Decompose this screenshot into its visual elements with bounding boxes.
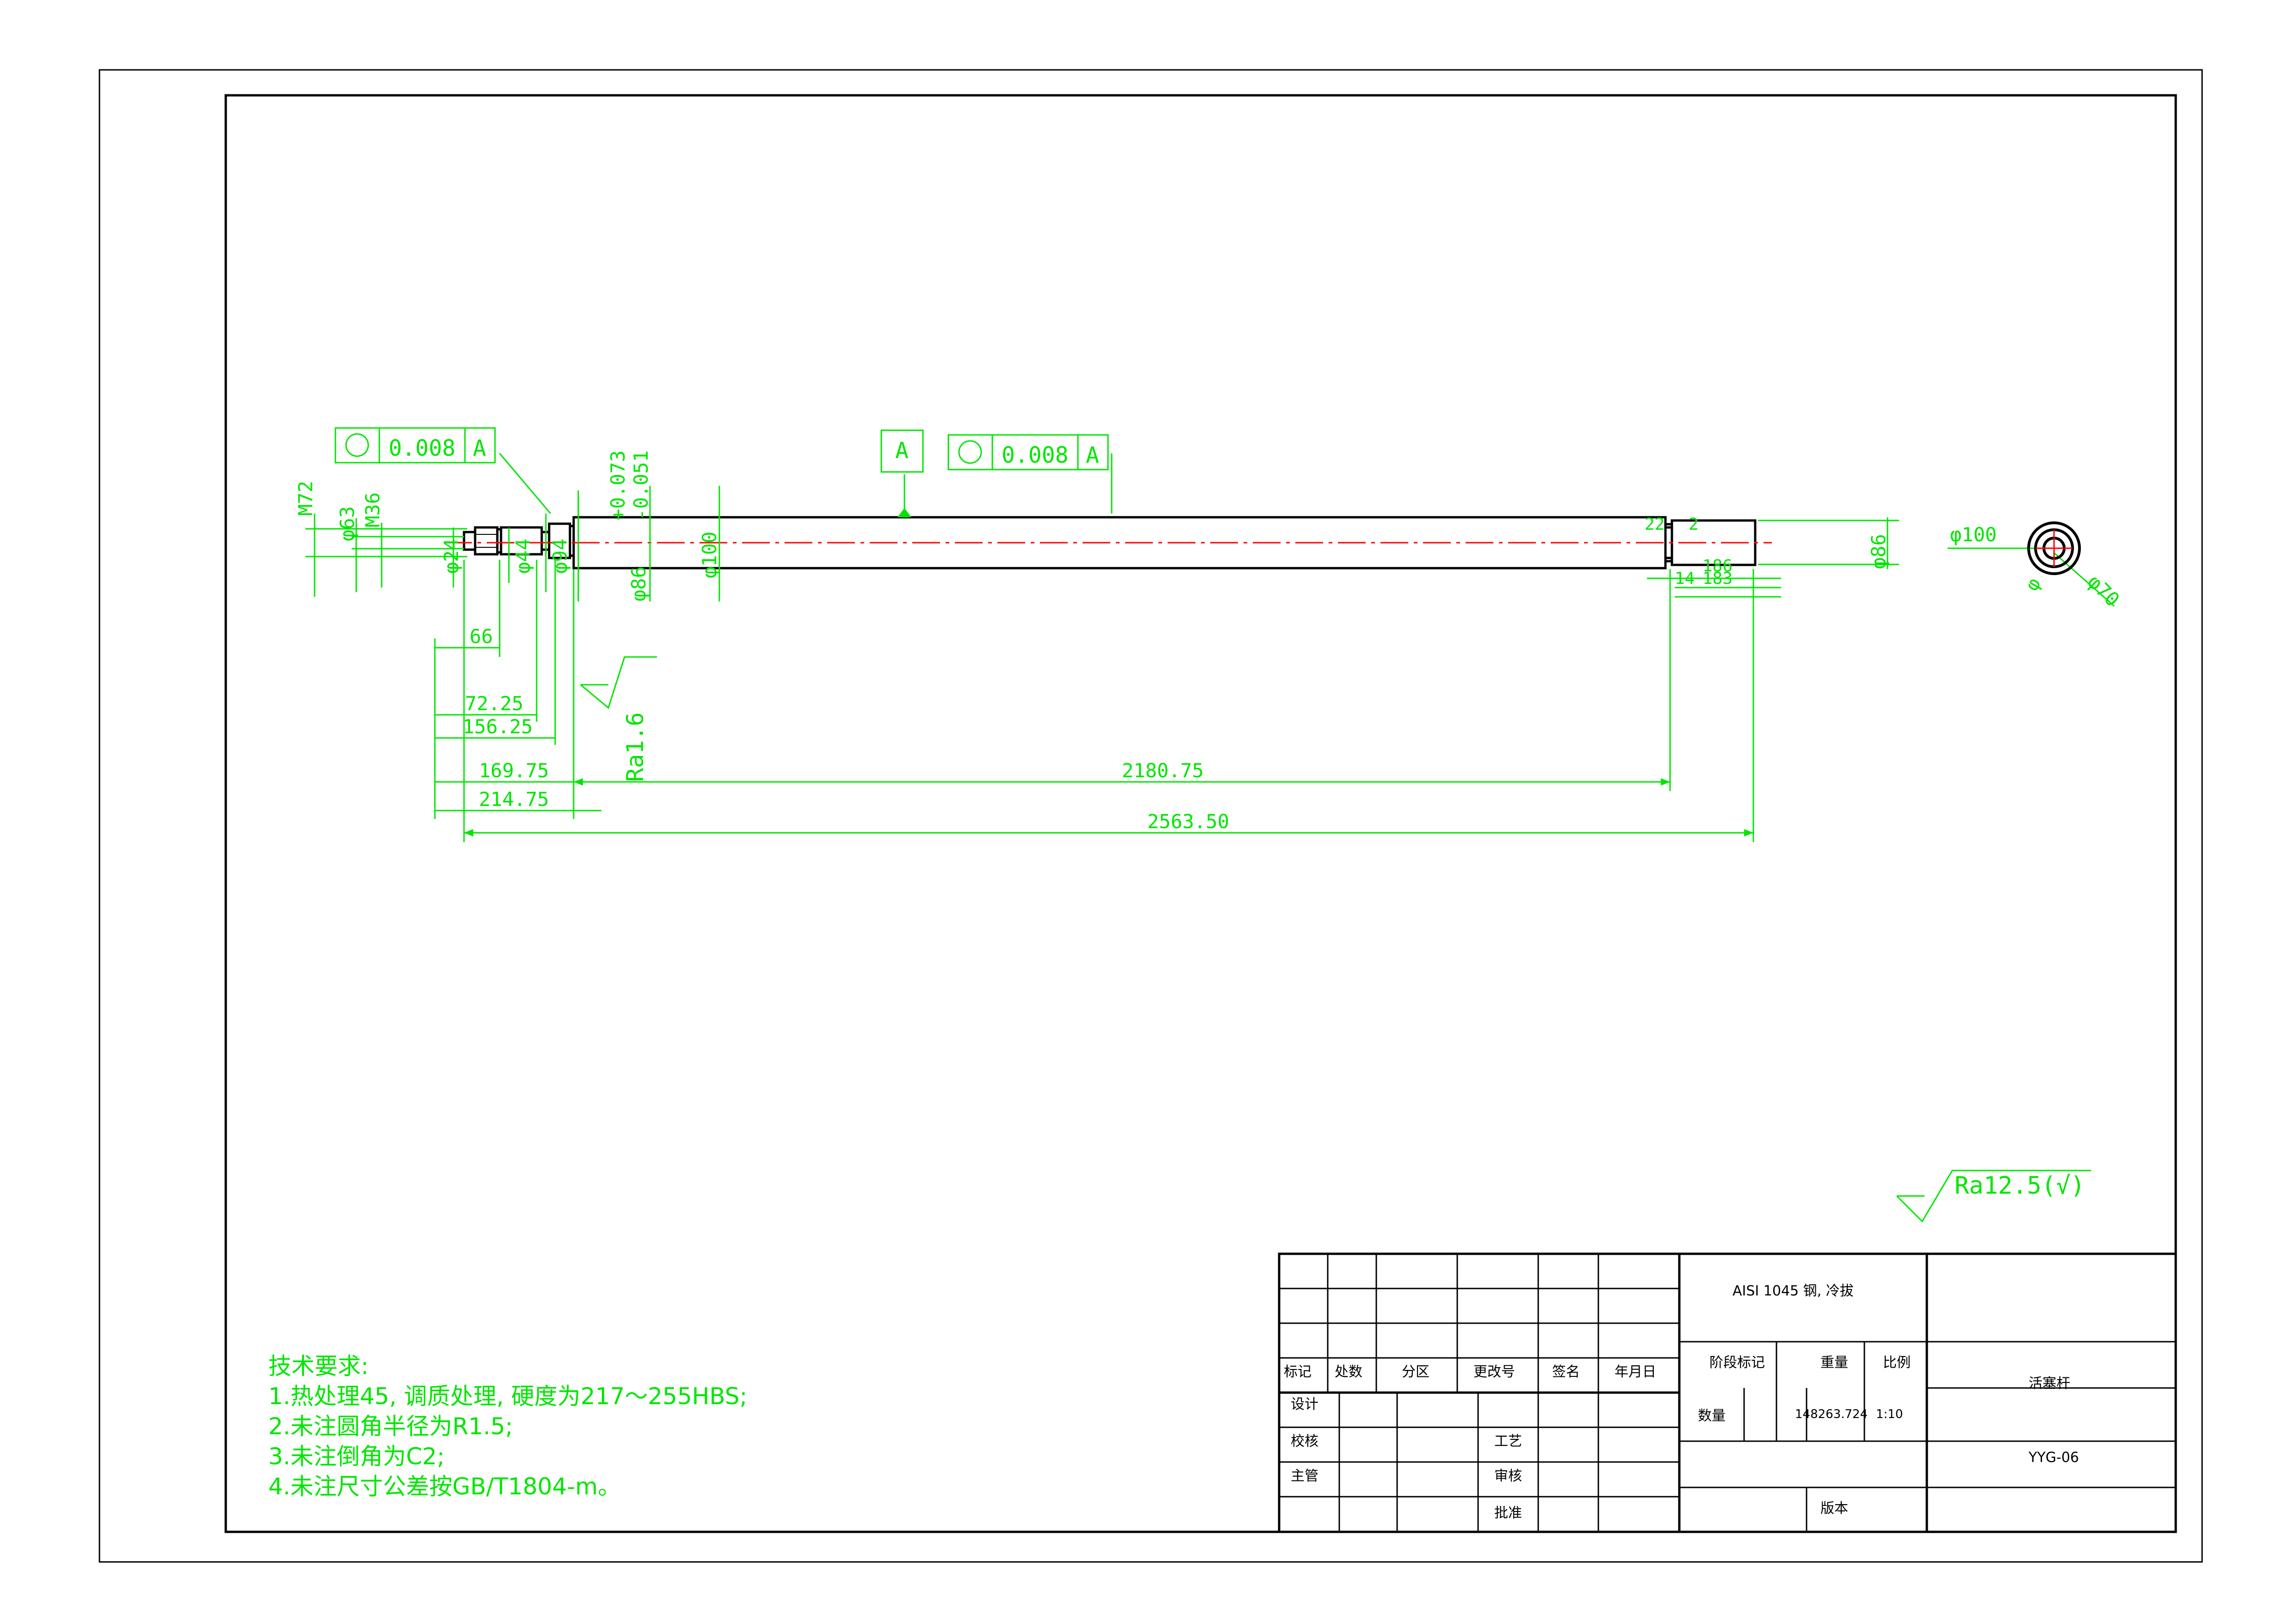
title-block-text: AISI 1045 钢, 冷拔 标记 处数 分区 更改号 签名 年月日 设计 校… bbox=[1284, 1283, 2079, 1521]
fcf-left: 0.008 A bbox=[334, 427, 496, 464]
svg-text:比例: 比例 bbox=[1883, 1355, 1911, 1371]
material: AISI 1045 钢, 冷拔 bbox=[1733, 1283, 1854, 1299]
dimension-lines bbox=[305, 453, 2115, 1223]
svg-text:签名: 签名 bbox=[1552, 1364, 1580, 1380]
svg-text:审核: 审核 bbox=[1494, 1468, 1522, 1484]
outer-frame bbox=[99, 69, 2203, 1563]
svg-text:-0.051: -0.051 bbox=[630, 450, 652, 520]
svg-text:φ86: φ86 bbox=[1867, 534, 1890, 569]
svg-text:设计: 设计 bbox=[1291, 1396, 1318, 1412]
svg-text:1.热处理45, 调质处理, 硬度为217～255HBS;: 1.热处理45, 调质处理, 硬度为217～255HBS; bbox=[268, 1383, 747, 1410]
length-dimension-labels: 66 72.25 156.25 169.75 214.75 2180.75 25… bbox=[463, 625, 1229, 833]
svg-text:3.未注倒角为C2;: 3.未注倒角为C2; bbox=[268, 1443, 445, 1470]
svg-text:校核: 校核 bbox=[1291, 1433, 1318, 1450]
part-name: 活塞杆 bbox=[2029, 1375, 2070, 1392]
svg-text:214.75: 214.75 bbox=[479, 788, 549, 811]
right-dimension-labels: φ86 22 2 186 183 14 bbox=[1645, 515, 1890, 588]
svg-text:φ100: φ100 bbox=[1950, 523, 1997, 546]
circularity-icon bbox=[345, 433, 369, 457]
svg-text:2563.50: 2563.50 bbox=[1147, 810, 1229, 833]
svg-text:工艺: 工艺 bbox=[1494, 1433, 1522, 1450]
svg-text:148263.724: 148263.724 bbox=[1795, 1407, 1868, 1421]
svg-text:186: 186 bbox=[1702, 557, 1733, 576]
fcf-main-datum: A bbox=[1086, 442, 1099, 468]
svg-text:72.25: 72.25 bbox=[465, 692, 523, 715]
svg-text:φ63: φ63 bbox=[336, 506, 359, 541]
svg-text:技术要求:: 技术要求: bbox=[268, 1353, 369, 1380]
svg-text:φ: φ bbox=[2021, 574, 2045, 595]
svg-text:4.未注尺寸公差按GB/T1804-m。: 4.未注尺寸公差按GB/T1804-m。 bbox=[268, 1473, 621, 1500]
end-view: φ100 φ70 φ bbox=[1950, 521, 2124, 611]
fcf-main: 0.008 A bbox=[947, 434, 1109, 471]
svg-text:φ100: φ100 bbox=[698, 532, 721, 578]
svg-text:φ70: φ70 bbox=[2083, 570, 2124, 611]
left-diameter-labels: M72 φ63 M36 φ24 φ44 φ94 +0.073 -0.051 φ8… bbox=[294, 450, 721, 782]
svg-text:φ44: φ44 bbox=[512, 539, 534, 574]
svg-text:分区: 分区 bbox=[1402, 1364, 1430, 1380]
technical-requirements: 技术要求: 1.热处理45, 调质处理, 硬度为217～255HBS; 2.未注… bbox=[268, 1353, 747, 1500]
svg-text:版本: 版本 bbox=[1820, 1500, 1848, 1517]
svg-text:+0.073: +0.073 bbox=[606, 450, 629, 520]
svg-text:重量: 重量 bbox=[1820, 1355, 1848, 1371]
svg-text:Ra1.6: Ra1.6 bbox=[622, 712, 649, 782]
svg-text:数量: 数量 bbox=[1698, 1408, 1726, 1424]
svg-text:2180.75: 2180.75 bbox=[1122, 759, 1204, 782]
svg-text:主管: 主管 bbox=[1291, 1468, 1318, 1484]
svg-text:处数: 处数 bbox=[1335, 1364, 1362, 1380]
svg-text:φ24: φ24 bbox=[440, 539, 463, 574]
svg-text:φ86: φ86 bbox=[627, 566, 650, 601]
svg-text:2.未注圆角半径为R1.5;: 2.未注圆角半径为R1.5; bbox=[268, 1413, 513, 1440]
svg-text:66: 66 bbox=[470, 625, 493, 648]
svg-text:更改号: 更改号 bbox=[1473, 1364, 1515, 1380]
svg-text:169.75: 169.75 bbox=[479, 759, 549, 782]
svg-text:2: 2 bbox=[1689, 515, 1699, 534]
svg-text:14: 14 bbox=[1675, 569, 1695, 588]
fcf-left-datum: A bbox=[473, 435, 486, 461]
title-block bbox=[1278, 1252, 2177, 1533]
svg-text:M36: M36 bbox=[361, 492, 384, 527]
svg-text:φ94: φ94 bbox=[549, 539, 571, 574]
svg-text:批准: 批准 bbox=[1494, 1505, 1522, 1521]
svg-text:年月日: 年月日 bbox=[1615, 1364, 1656, 1380]
svg-text:1:10: 1:10 bbox=[1876, 1407, 1903, 1421]
drawing-number: YYG-06 bbox=[2028, 1450, 2079, 1466]
fcf-left-value: 0.008 bbox=[389, 435, 456, 461]
svg-text:183: 183 bbox=[1702, 569, 1733, 588]
fcf-main-value: 0.008 bbox=[1002, 442, 1069, 468]
general-roughness: Ra12.5(√) bbox=[1955, 1172, 2085, 1200]
svg-text:M72: M72 bbox=[294, 481, 317, 516]
datum-box: A bbox=[880, 429, 924, 473]
svg-text:22: 22 bbox=[1645, 515, 1665, 534]
circularity-icon bbox=[958, 440, 982, 464]
svg-text:A: A bbox=[895, 438, 909, 464]
inner-frame bbox=[224, 94, 2177, 1533]
svg-text:标记: 标记 bbox=[1284, 1364, 1312, 1380]
dimension-arrows bbox=[464, 508, 1753, 836]
svg-text:156.25: 156.25 bbox=[463, 715, 533, 738]
svg-text:阶段标记: 阶段标记 bbox=[1709, 1355, 1765, 1371]
